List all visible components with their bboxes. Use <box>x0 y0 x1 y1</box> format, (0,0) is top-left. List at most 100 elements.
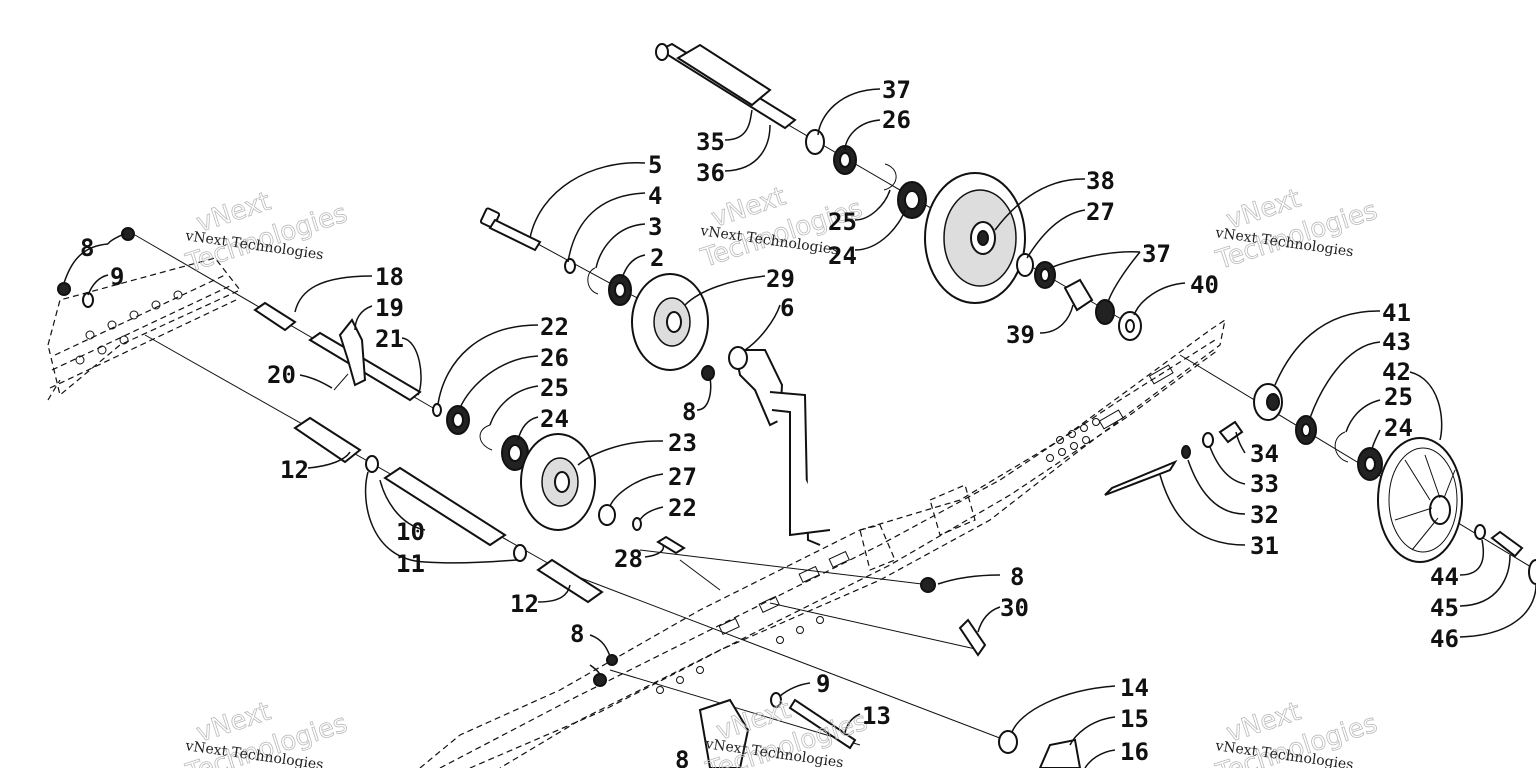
callout-45: 45 <box>1430 594 1459 622</box>
callout-33: 33 <box>1250 470 1279 498</box>
callout-8-bottom-edge: 8 <box>675 746 689 768</box>
callout-13: 13 <box>862 702 891 730</box>
callout-37-right: 37 <box>1142 240 1171 268</box>
snap-ring-25-top <box>883 163 897 191</box>
nut-8-left <box>121 227 135 241</box>
wheel-29 <box>631 273 709 371</box>
bracket-6 <box>728 346 831 546</box>
callout-5: 5 <box>648 151 662 179</box>
callout-42: 42 <box>1382 358 1411 386</box>
callout-21: 21 <box>375 325 404 353</box>
watermark-3: vNext Technologies vNext Technologies <box>1212 183 1382 276</box>
snap-ring-25-right <box>1334 431 1349 463</box>
cap-46 <box>1528 559 1536 585</box>
sleeve-12-bottom <box>536 558 604 604</box>
spacer-39 <box>1063 278 1094 312</box>
axle-18 <box>253 301 422 402</box>
ring-11-top <box>365 455 379 473</box>
callout-25-left: 25 <box>540 374 569 402</box>
callout-9-bottom: 9 <box>816 670 830 698</box>
callout-19: 19 <box>375 294 404 322</box>
washer-9-bottom <box>770 692 782 708</box>
leader-lines <box>63 88 1536 768</box>
sleeve-12-top <box>293 416 362 464</box>
callout-28: 28 <box>614 545 643 573</box>
callout-8-bottom: 8 <box>570 620 584 648</box>
watermark-4: vNext Technologies vNext Technologies <box>182 696 352 768</box>
pin-28 <box>656 535 686 555</box>
callout-labels: 2 3 4 5 6 8 8 8 8 8 9 9 10 11 12 12 13 1… <box>80 76 1459 768</box>
callout-24-top: 24 <box>828 242 857 270</box>
callout-3: 3 <box>648 213 662 241</box>
callout-22-top: 22 <box>540 313 569 341</box>
bolt-13 <box>788 698 857 750</box>
callout-11: 11 <box>396 550 425 578</box>
nut-8-mid <box>701 365 715 381</box>
bushing-37-lower <box>1095 299 1115 325</box>
callout-8-left: 8 <box>80 234 94 262</box>
callout-24-right: 24 <box>1384 414 1413 442</box>
callout-6: 6 <box>780 294 794 322</box>
washer-22-left <box>432 403 442 417</box>
callout-20: 20 <box>267 361 296 389</box>
washer-27-top <box>1016 253 1034 277</box>
callout-44: 44 <box>1430 563 1459 591</box>
callout-22-bottom: 22 <box>668 494 697 522</box>
callout-27-right: 27 <box>1086 198 1115 226</box>
bolt-45 <box>1490 530 1524 558</box>
left-rail <box>47 257 241 401</box>
callout-43: 43 <box>1382 328 1411 356</box>
callout-35: 35 <box>696 128 725 156</box>
nut-8-bottom2 <box>593 673 607 687</box>
watermark-6: vNext Technologies vNext Technologies <box>1212 696 1382 768</box>
callout-27-left: 27 <box>668 463 697 491</box>
washer-4 <box>564 258 576 274</box>
hub-41 <box>1253 383 1283 421</box>
callout-18: 18 <box>375 263 404 291</box>
callout-29: 29 <box>766 265 795 293</box>
nut-8-left2 <box>57 282 71 296</box>
nut-32 <box>1181 445 1191 459</box>
washer-27-left <box>598 504 616 526</box>
snap-ring-3 <box>587 267 599 295</box>
callout-9-left: 9 <box>110 263 124 291</box>
nut-8-bottom <box>606 654 618 666</box>
wheel-38 <box>924 172 1026 304</box>
callout-24-left: 24 <box>540 405 569 433</box>
callout-25-right: 25 <box>1384 383 1413 411</box>
callout-26-left: 26 <box>540 344 569 372</box>
callout-39: 39 <box>1006 321 1035 349</box>
ring-11-bottom <box>513 544 527 562</box>
callout-16: 16 <box>1120 738 1149 766</box>
watermark-1: vNext Technologies vNext Technologies <box>182 186 352 279</box>
right-rail <box>419 318 1226 768</box>
wheel-42 <box>1377 437 1463 563</box>
callout-23: 23 <box>668 429 697 457</box>
callout-2: 2 <box>650 244 664 272</box>
bushing-37-top <box>805 129 825 155</box>
callout-30: 30 <box>1000 594 1029 622</box>
callout-41: 41 <box>1382 299 1411 327</box>
callout-12-bottom: 12 <box>510 590 539 618</box>
callout-26-top: 26 <box>882 106 911 134</box>
tube-10 <box>383 466 507 547</box>
washer-33 <box>1202 432 1214 448</box>
washer-22-lower <box>632 517 642 531</box>
callout-25-top: 25 <box>828 208 857 236</box>
bracket-lower <box>698 698 750 768</box>
arm-15 <box>1038 738 1082 768</box>
callout-14: 14 <box>1120 674 1149 702</box>
snap-ring-25-left <box>479 424 493 451</box>
shaft-35-36 <box>655 42 797 130</box>
wheel-23 <box>520 433 596 531</box>
callout-34: 34 <box>1250 440 1279 468</box>
nut-8-right <box>920 577 936 593</box>
bolt-30 <box>958 618 987 657</box>
callout-38: 38 <box>1086 167 1115 195</box>
callout-40: 40 <box>1190 271 1219 299</box>
callout-4: 4 <box>648 182 662 210</box>
callout-32: 32 <box>1250 501 1279 529</box>
callout-12-top: 12 <box>280 456 309 484</box>
